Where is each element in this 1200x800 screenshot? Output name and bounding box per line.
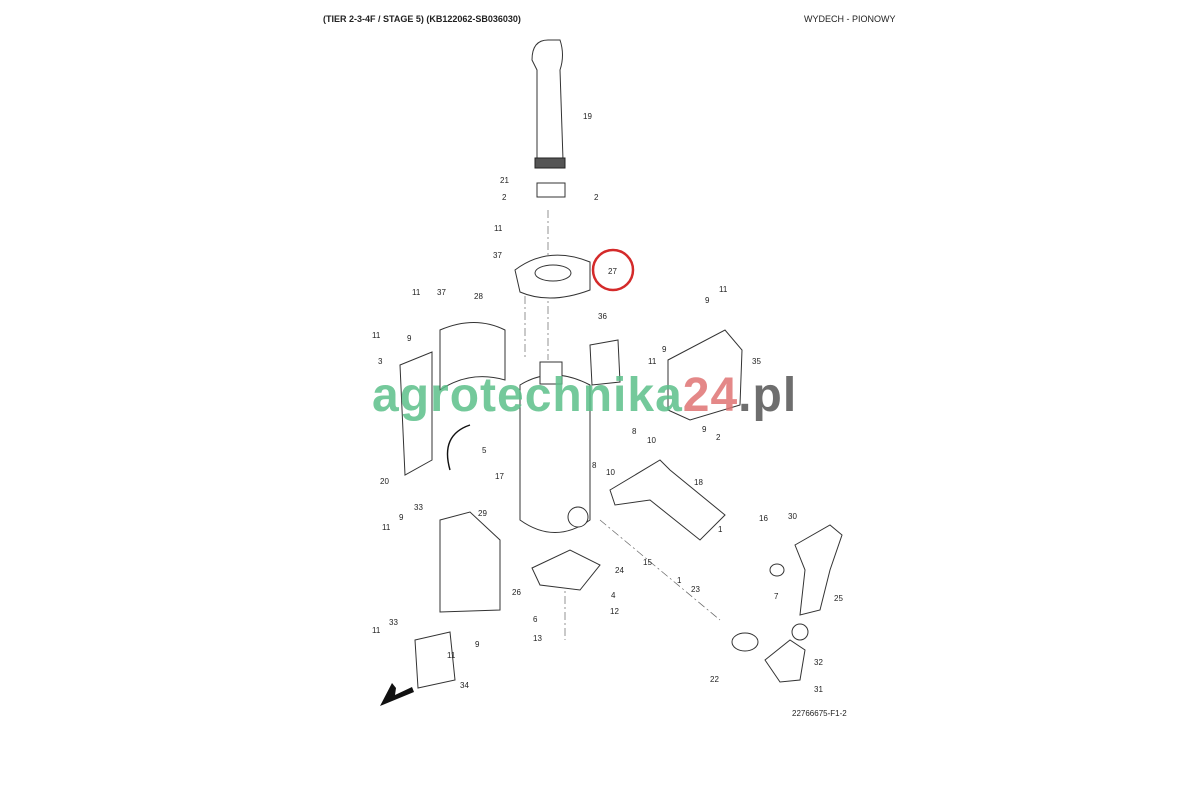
callout-23: 23 [691,585,700,594]
clamp-22 [731,632,759,652]
bracket-18 [609,459,726,541]
callout-11: 11 [648,357,657,366]
callout-22: 22 [710,675,719,684]
watermark-part3: .pl [738,369,798,422]
callout-18: 18 [694,478,703,487]
callout-25: 25 [834,594,843,603]
callout-2: 2 [716,433,721,442]
callout-11: 11 [372,331,381,340]
callout-33: 33 [414,503,423,512]
callout-3: 3 [378,357,383,366]
watermark: agrotechnika24.pl [372,372,797,420]
callout-5: 5 [482,446,487,455]
callout-31: 31 [814,685,823,694]
callout-9: 9 [407,334,412,343]
callout-26: 26 [512,588,521,597]
heat-shield-28 [439,322,506,391]
plate-29 [439,511,501,613]
callout-29: 29 [478,509,487,518]
watermark-part1: agrotechnika [372,369,683,422]
callout-36: 36 [598,312,607,321]
callout-10: 10 [606,468,615,477]
clamp [536,182,566,198]
plate-36 [589,339,621,386]
exhaust-pipe [531,39,564,161]
callout-11: 11 [719,285,728,294]
callout-1: 1 [718,525,723,534]
hose-30 [794,524,843,616]
mount-base-24 [531,549,601,591]
callout-11: 11 [412,288,421,297]
callout-21: 21 [500,176,509,185]
callout-9: 9 [702,425,707,434]
callout-8: 8 [632,427,637,436]
hose-5 [446,424,471,471]
direction-arrow-icon [380,683,414,706]
drawing-number: 22766675-F1-2 [792,709,847,718]
section-title: WYDECH - PIONOWY [804,14,896,24]
callout-35: 35 [752,357,761,366]
callout-10: 10 [647,436,656,445]
callout-17: 17 [495,472,504,481]
callout-11: 11 [494,224,503,233]
callout-30: 30 [788,512,797,521]
callout-37: 37 [437,288,446,297]
pipe-collar [534,157,566,169]
callout-32: 32 [814,658,823,667]
callout-11: 11 [372,626,381,635]
callout-37: 37 [493,251,502,260]
callout-13: 13 [533,634,542,643]
elbow-31 [764,639,806,683]
callout-7: 7 [774,592,779,601]
parts-drawing [380,39,843,706]
callout-20: 20 [380,477,389,486]
callout-9: 9 [662,345,667,354]
callout-8: 8 [592,461,597,470]
callout-9: 9 [399,513,404,522]
callout-1: 1 [677,576,682,585]
heat-shield-20 [399,351,433,476]
callout-15: 15 [643,558,652,567]
callout-2: 2 [502,193,507,202]
watermark-part2: 24 [682,369,739,422]
callout-24: 24 [615,566,624,575]
highlight-circle [591,248,635,292]
callout-19: 19 [583,112,592,121]
callout-9: 9 [475,640,480,649]
callout-4: 4 [611,591,616,600]
callout-16: 16 [759,514,768,523]
callout-2: 2 [594,193,599,202]
guard-35 [667,329,743,421]
callout-33: 33 [389,618,398,627]
callout-28: 28 [474,292,483,301]
callout-27: 27 [608,267,617,276]
plate-34 [414,631,456,689]
callout-6: 6 [533,615,538,624]
callout-12: 12 [610,607,619,616]
callout-11: 11 [447,651,456,660]
callout-9: 9 [705,296,710,305]
diagram-title: (TIER 2-3-4F / STAGE 5) (KB122062-SB0360… [323,14,521,24]
callout-11: 11 [382,523,391,532]
callout-34: 34 [460,681,469,690]
